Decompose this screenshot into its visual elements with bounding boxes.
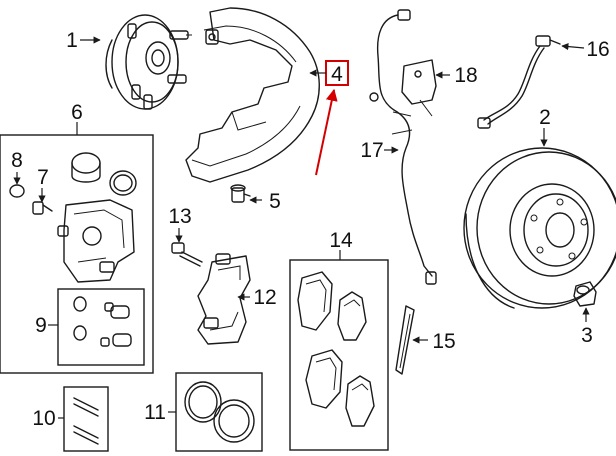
piston-seals-part	[184, 381, 255, 443]
callout-15: 15	[432, 330, 455, 353]
callout-17: 17	[360, 139, 383, 162]
caliper-bracket-part	[197, 253, 251, 345]
lug-nut-part	[573, 281, 597, 307]
callout-9: 9	[35, 314, 47, 337]
callout-13: 13	[168, 205, 191, 228]
pad-wear-clip-part	[395, 305, 415, 375]
shield-bolt-part	[230, 184, 251, 203]
seal-kit-box	[57, 288, 145, 366]
dust-shield-part	[185, 7, 320, 183]
callout-3: 3	[581, 324, 593, 347]
callout-6: 6	[71, 101, 83, 124]
callout-7: 7	[37, 166, 49, 189]
caliper-pistons-part	[71, 152, 137, 196]
bleeder-cap-part	[9, 184, 25, 198]
guide-pin-box	[63, 386, 109, 452]
brake-hose-part	[477, 35, 561, 129]
callout-12: 12	[253, 286, 276, 309]
callout-10: 10	[32, 407, 55, 430]
callout-16: 16	[586, 38, 609, 61]
brake-pad-box	[289, 259, 389, 451]
callout-4: 4	[331, 63, 343, 86]
callout-18: 18	[454, 64, 477, 87]
callout-11: 11	[144, 401, 166, 424]
sensor-bracket-part	[401, 59, 437, 117]
caliper-housing-part	[57, 199, 135, 283]
callout-2: 2	[539, 106, 551, 129]
callout-8: 8	[11, 149, 23, 172]
seal-kit-parts	[73, 296, 132, 347]
callout-1: 1	[66, 29, 78, 52]
brake-pads-part	[297, 271, 375, 427]
wheel-hub-part	[105, 14, 192, 110]
leader-16	[561, 43, 585, 51]
bleeder-valve-part	[32, 201, 53, 215]
bracket-bolt-part	[171, 242, 203, 267]
brake-rotor-part	[463, 147, 616, 309]
leader-4	[315, 88, 338, 176]
callout-5: 5	[269, 190, 281, 213]
guide-pins-part	[73, 397, 99, 445]
callout-14: 14	[329, 229, 353, 252]
abs-sensor-part	[369, 9, 437, 285]
